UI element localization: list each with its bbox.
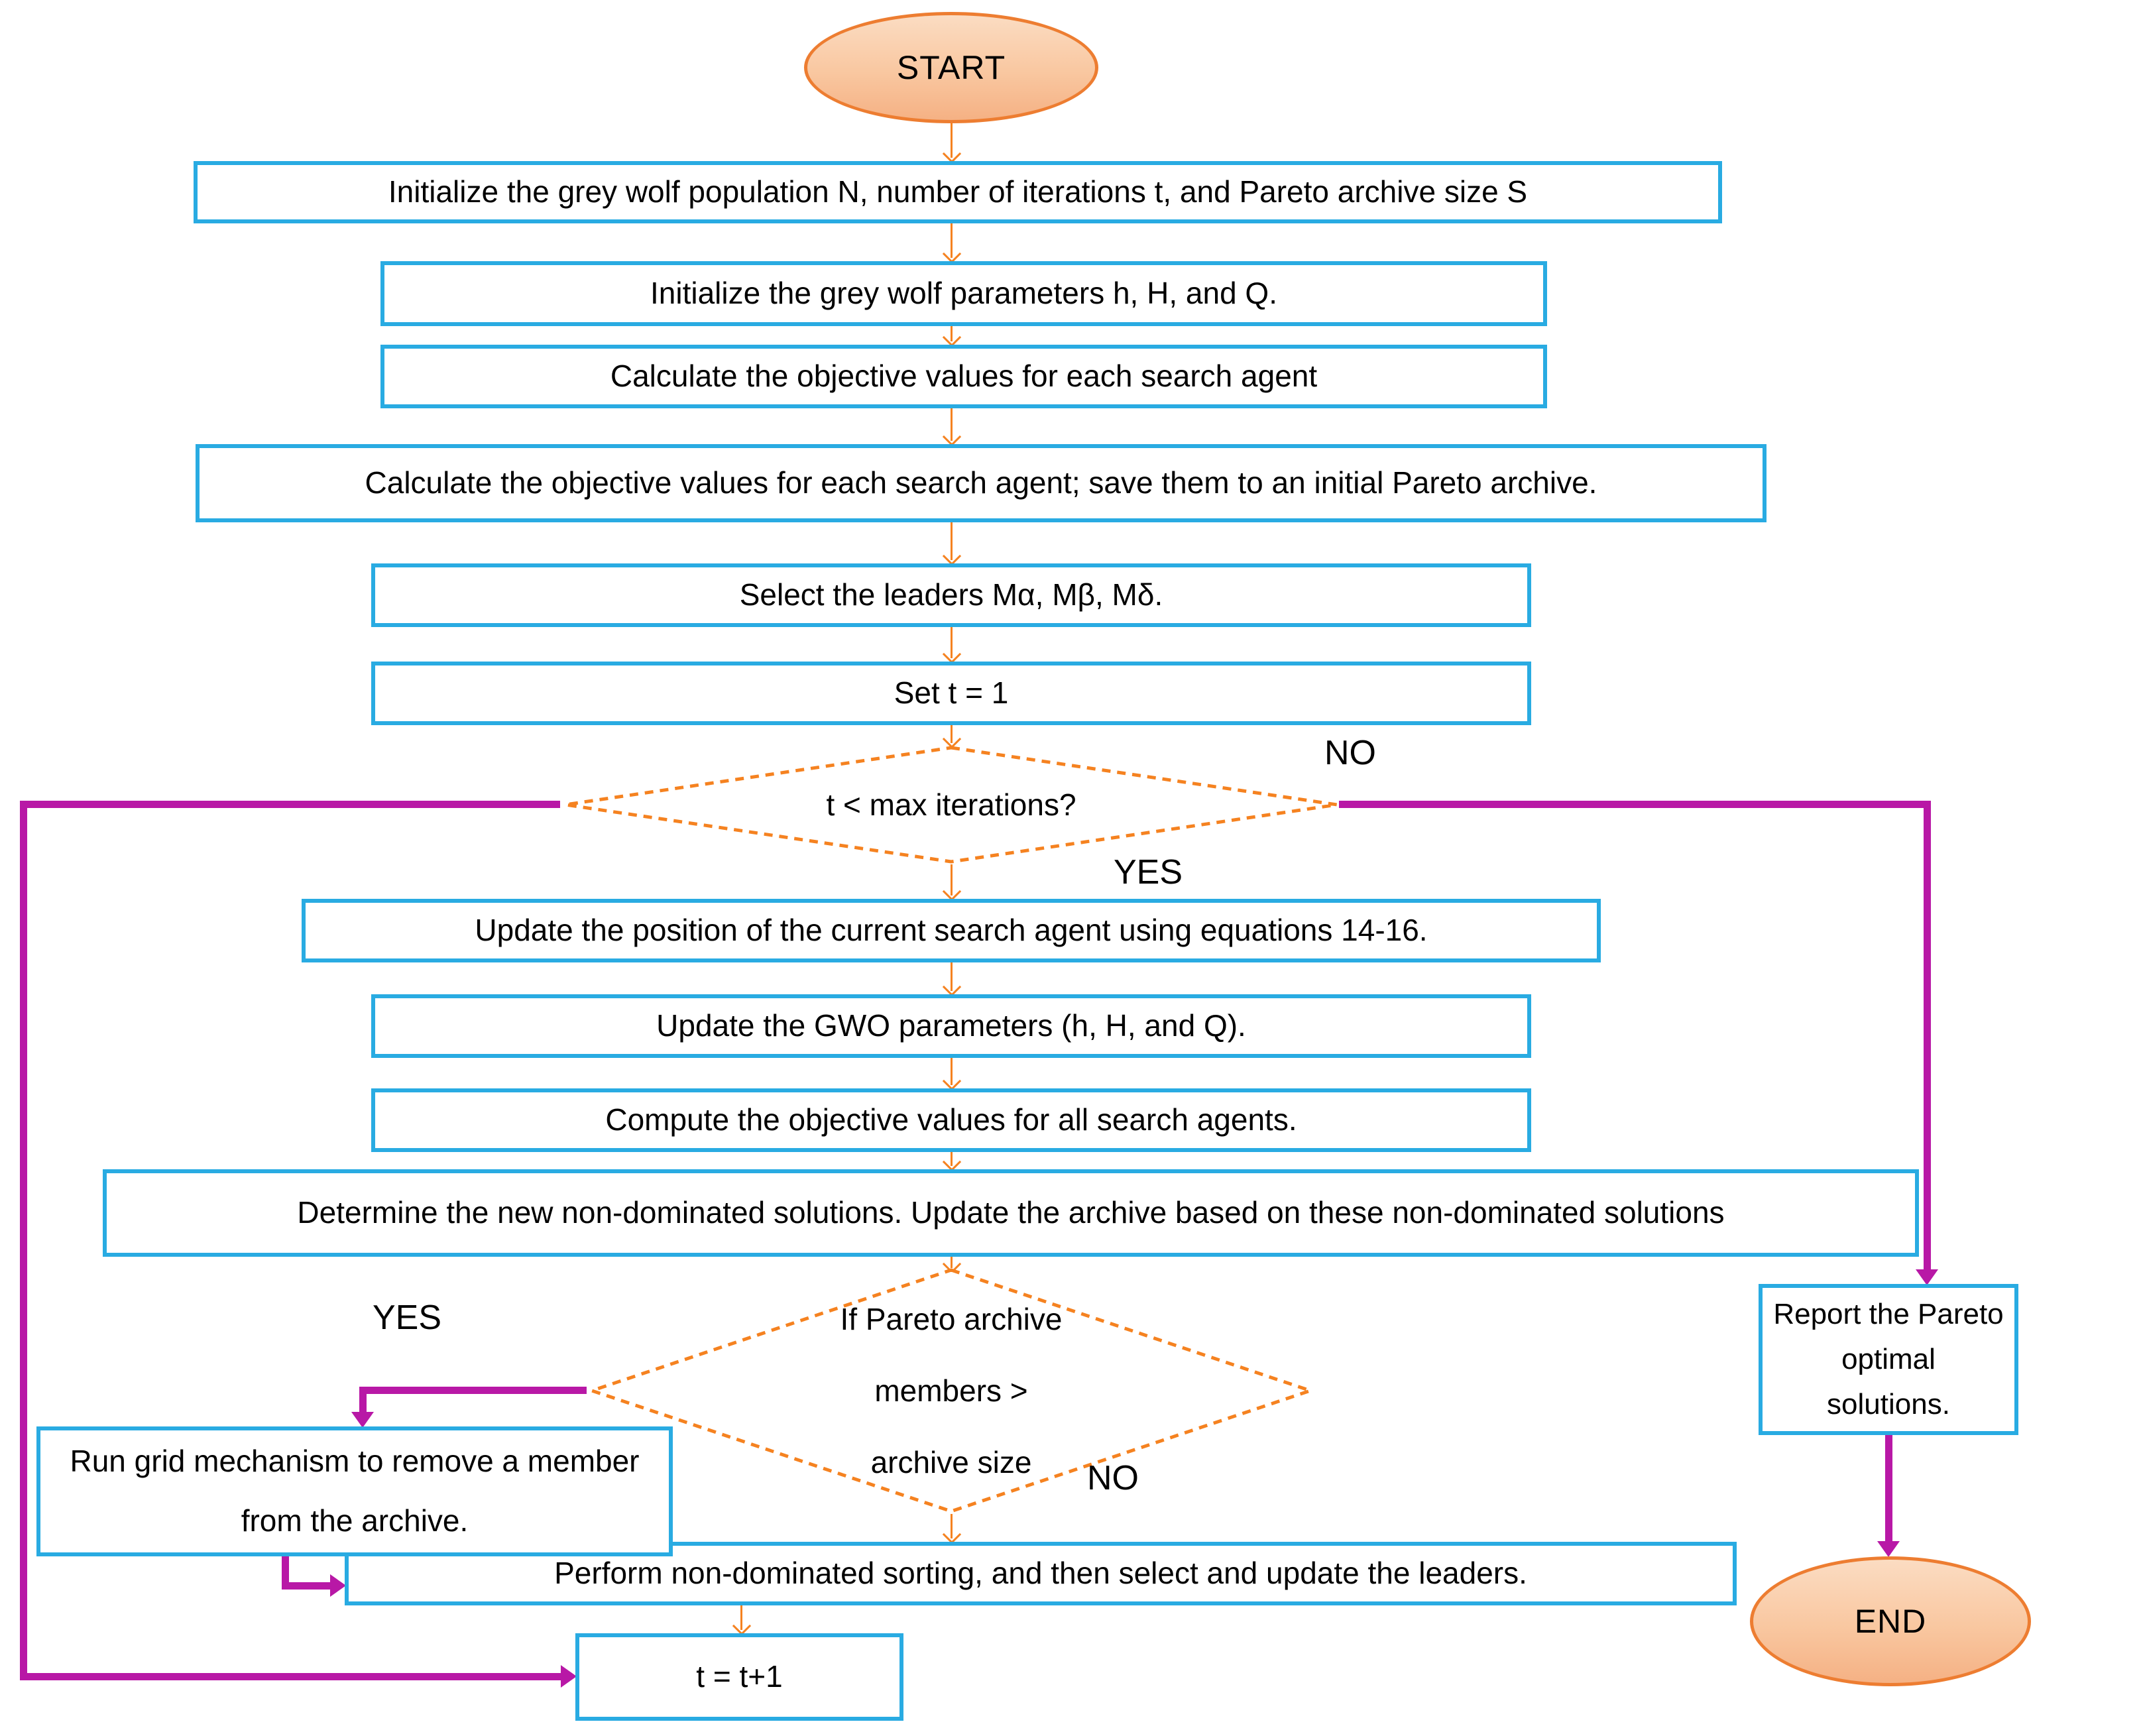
process-text: Report the Pareto optimal solutions. bbox=[1773, 1292, 2003, 1428]
edge-run-grid-exit-horizontal bbox=[282, 1582, 330, 1590]
label-archive-no: NO bbox=[1087, 1459, 1139, 1497]
process-text: Initialize the grey wolf population N, n… bbox=[388, 174, 1528, 209]
process-text: Select the leaders Mα, Mβ, Mδ. bbox=[739, 577, 1163, 612]
arrowhead-into-run-grid bbox=[351, 1412, 374, 1428]
process-text: Initialize the grey wolf parameters h, H… bbox=[650, 276, 1277, 311]
start-label: START bbox=[896, 49, 1006, 86]
end-terminal: END bbox=[1750, 1556, 2031, 1686]
run-grid-line2: from the archive. bbox=[241, 1503, 469, 1538]
flow-arrow bbox=[941, 1058, 961, 1088]
edge-loop-bottom-horizontal bbox=[20, 1673, 561, 1680]
edge-archive-yes-horizontal bbox=[359, 1387, 587, 1394]
flow-arrow bbox=[941, 962, 961, 994]
report-line1: Report the Pareto bbox=[1773, 1297, 2004, 1330]
process-set-t: Set t = 1 bbox=[371, 662, 1531, 725]
process-compute-objectives: Compute the objective values for all sea… bbox=[371, 1088, 1531, 1152]
decision-archive-check: If Pareto archive members > archive size bbox=[587, 1267, 1316, 1514]
process-calc-objectives: Calculate the objective values for each … bbox=[380, 345, 1547, 408]
process-init-parameters: Initialize the grey wolf parameters h, H… bbox=[380, 261, 1547, 326]
process-report-pareto: Report the Pareto optimal solutions. bbox=[1759, 1284, 2018, 1435]
flow-arrow bbox=[941, 1152, 961, 1169]
decision-iteration-check: t < max iterations? bbox=[560, 745, 1342, 864]
decision-text: If Pareto archive members > archive size bbox=[587, 1267, 1316, 1514]
start-terminal: START bbox=[804, 12, 1098, 123]
archive-check-line1: If Pareto archive bbox=[840, 1301, 1063, 1336]
archive-check-line3: archive size bbox=[870, 1445, 1032, 1480]
edge-loop-left-vertical bbox=[20, 801, 27, 1680]
label-iteration-yes: YES bbox=[1114, 853, 1183, 892]
process-determine-nondominated: Determine the new non-dominated solution… bbox=[103, 1169, 1919, 1257]
edge-iteration-no-horizontal bbox=[1339, 801, 1931, 808]
arrowhead-into-increment-t bbox=[561, 1665, 577, 1688]
flow-arrow bbox=[731, 1605, 751, 1633]
arrowhead-into-sorting-box bbox=[330, 1574, 346, 1597]
flow-arrow bbox=[941, 864, 961, 899]
end-label: END bbox=[1854, 1603, 1927, 1640]
flow-arrow bbox=[941, 1514, 961, 1542]
edge-iteration-no-vertical bbox=[1924, 801, 1931, 1269]
archive-check-line2: members > bbox=[874, 1373, 1028, 1408]
flow-arrow bbox=[941, 408, 961, 444]
process-text: Determine the new non-dominated solution… bbox=[297, 1195, 1725, 1230]
flow-arrow bbox=[941, 123, 961, 161]
run-grid-line1: Run grid mechanism to remove a member bbox=[70, 1444, 640, 1479]
process-text: Calculate the objective values for each … bbox=[610, 359, 1318, 394]
flow-arrow bbox=[941, 627, 961, 662]
flow-arrow bbox=[941, 522, 961, 563]
process-update-position: Update the position of the current searc… bbox=[302, 899, 1601, 962]
diamond-outline bbox=[587, 1268, 1316, 1513]
label-iteration-no: NO bbox=[1324, 734, 1376, 772]
report-line2: optimal bbox=[1841, 1342, 1936, 1375]
report-line3: solutions. bbox=[1827, 1388, 1950, 1421]
process-text: Calculate the objective values for each … bbox=[365, 465, 1597, 500]
edge-run-grid-exit-vertical bbox=[282, 1556, 289, 1590]
edge-archive-yes-vertical bbox=[359, 1387, 367, 1413]
label-archive-yes: YES bbox=[373, 1299, 442, 1337]
arrowhead-into-end bbox=[1877, 1541, 1900, 1557]
process-text: t = t+1 bbox=[696, 1659, 783, 1694]
process-run-grid: Run grid mechanism to remove a member fr… bbox=[36, 1426, 673, 1556]
process-init-population: Initialize the grey wolf population N, n… bbox=[194, 161, 1722, 223]
arrowhead-into-report-box bbox=[1916, 1269, 1938, 1285]
process-increment-t: t = t+1 bbox=[575, 1633, 903, 1721]
flow-arrow bbox=[941, 1254, 961, 1271]
flow-arrow bbox=[941, 326, 961, 345]
process-text: Compute the objective values for all sea… bbox=[605, 1102, 1297, 1137]
process-text: Update the position of the current searc… bbox=[475, 913, 1428, 948]
diamond-outline bbox=[565, 746, 1338, 864]
decision-text: t < max iterations? bbox=[826, 787, 1076, 822]
edge-report-to-end bbox=[1885, 1435, 1892, 1541]
flow-arrow bbox=[941, 725, 961, 746]
process-text: Set t = 1 bbox=[894, 675, 1009, 711]
process-text: Perform non-dominated sorting, and then … bbox=[554, 1556, 1527, 1591]
flow-arrow bbox=[941, 223, 961, 261]
edge-loop-top-horizontal bbox=[20, 801, 560, 808]
process-nondominated-sorting: Perform non-dominated sorting, and then … bbox=[345, 1542, 1737, 1605]
process-text: Update the GWO parameters (h, H, and Q). bbox=[656, 1008, 1246, 1043]
process-text: Run grid mechanism to remove a member fr… bbox=[70, 1432, 640, 1550]
process-calc-objectives-archive: Calculate the objective values for each … bbox=[196, 444, 1767, 522]
process-select-leaders: Select the leaders Mα, Mβ, Mδ. bbox=[371, 563, 1531, 627]
process-update-gwo-parameters: Update the GWO parameters (h, H, and Q). bbox=[371, 994, 1531, 1058]
